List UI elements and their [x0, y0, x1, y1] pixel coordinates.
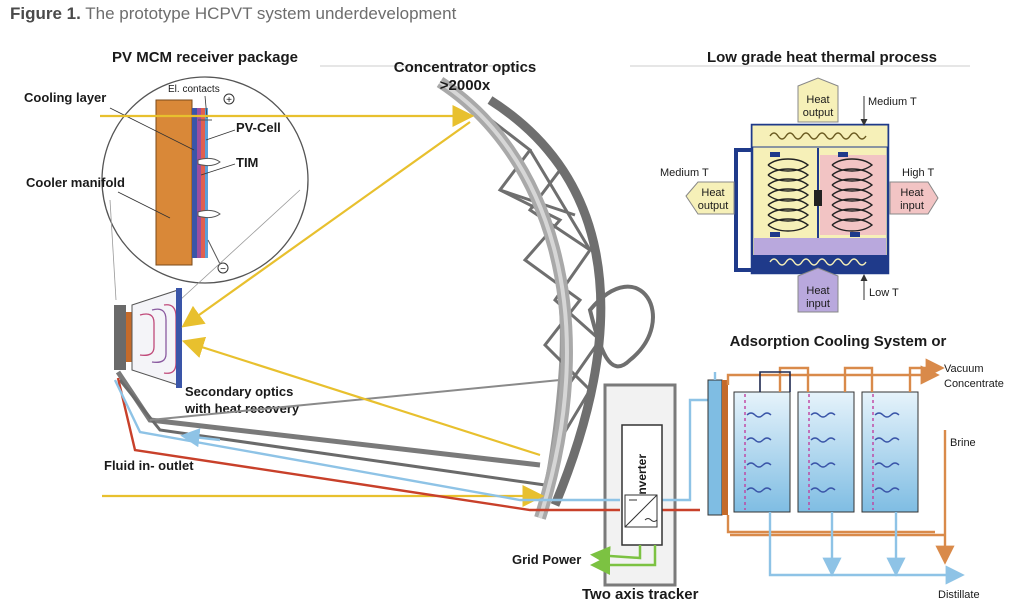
- heat-output-top-2: output: [803, 107, 834, 119]
- hot-chamber: [820, 155, 886, 235]
- heat-input-bottom-2: input: [806, 298, 830, 310]
- inverter-group: Inverter Grid Power Two axis tracker: [512, 424, 699, 603]
- receiver-title: PV MCM receiver package: [112, 49, 298, 66]
- vacuum-label: Vacuum: [944, 363, 984, 375]
- heat-output-top-arrow: [797, 77, 839, 123]
- heat-exchanger-column: [707, 379, 723, 516]
- grid-power-label: Grid Power: [512, 552, 581, 567]
- minus-sign: −: [220, 264, 226, 275]
- distillate-label: Distillate: [938, 589, 980, 601]
- thermal-title: Low grade heat thermal process: [707, 49, 937, 66]
- tracker-label: Two axis tracker: [582, 586, 699, 603]
- fluid-lines: Fluid in- outlet: [104, 377, 712, 512]
- glass-layer: [205, 108, 208, 258]
- secondary-optics-label-1: Secondary optics: [185, 384, 293, 399]
- tank: [797, 391, 855, 513]
- figure-number: Figure 1.: [10, 4, 81, 23]
- plus-terminal: [223, 93, 235, 105]
- brine-label: Brine: [950, 437, 976, 449]
- receiver-inset: PV MCM receiver package + − Cooling laye…: [24, 49, 309, 301]
- medium-t-left-label: Medium T: [660, 167, 709, 179]
- heat-exchanger-coils: [767, 158, 874, 232]
- concentrator-label-1: Concentrator optics: [394, 59, 537, 76]
- pv-cell-layer: [201, 108, 205, 258]
- high-t-label: High T: [902, 167, 934, 179]
- tim-layer: [197, 108, 201, 258]
- minus-terminal: [217, 262, 229, 274]
- heat-output-top-1: Heat: [806, 94, 829, 106]
- heat-output-left-2: output: [698, 200, 729, 212]
- heat-input-bottom-1: Heat: [806, 285, 829, 297]
- tank: [861, 391, 919, 513]
- figure-caption-text: The prototype HCPVT system underdevelopm…: [85, 4, 457, 23]
- adsorption-title: Adsorption Cooling System or: [730, 333, 947, 350]
- adsorption-system: Adsorption Cooling System or: [707, 333, 1004, 601]
- el-contacts-label: El. contacts: [168, 84, 220, 95]
- heat-input-right-1: Heat: [900, 187, 923, 199]
- medium-t-top-label: Medium T: [868, 96, 917, 108]
- thermal-process: Low grade heat thermal process Heat o: [660, 49, 939, 313]
- contact-tab: [197, 157, 221, 167]
- heat-input-right-2: input: [900, 200, 924, 212]
- inverter-label: Inverter: [635, 454, 649, 498]
- contact-tab: [197, 209, 221, 219]
- secondary-optics-funnel: [131, 289, 179, 386]
- tank: [733, 391, 791, 513]
- secondary-optics-label-2: with heat recovery: [184, 401, 300, 416]
- secondary-optics: Secondary optics with heat recovery: [114, 288, 300, 416]
- cooling-layer-label: Cooling layer: [24, 90, 106, 105]
- low-t-label: Low T: [869, 287, 899, 299]
- heat-input-bottom-arrow: [797, 267, 839, 313]
- sun-rays: [100, 105, 545, 507]
- fluid-label: Fluid in- outlet: [104, 458, 194, 473]
- cooling-layer: [192, 108, 197, 258]
- concentrator-label-2: >2000x: [440, 77, 491, 94]
- receiver-mount: [114, 305, 126, 370]
- heat-output-left-1: Heat: [701, 187, 724, 199]
- cooler-manifold-block: [155, 99, 193, 266]
- pv-cell-label: PV-Cell: [236, 120, 281, 135]
- cooler-manifold-label: Cooler manifold: [26, 175, 125, 190]
- heat-output-left-arrow: [685, 181, 735, 215]
- figure-caption: Figure 1. The prototype HCPVT system und…: [10, 4, 456, 24]
- concentrate-label: Concentrate: [944, 378, 1004, 390]
- tim-label: TIM: [236, 155, 258, 170]
- plus-sign: +: [226, 95, 232, 106]
- heat-input-right-arrow: [889, 181, 939, 215]
